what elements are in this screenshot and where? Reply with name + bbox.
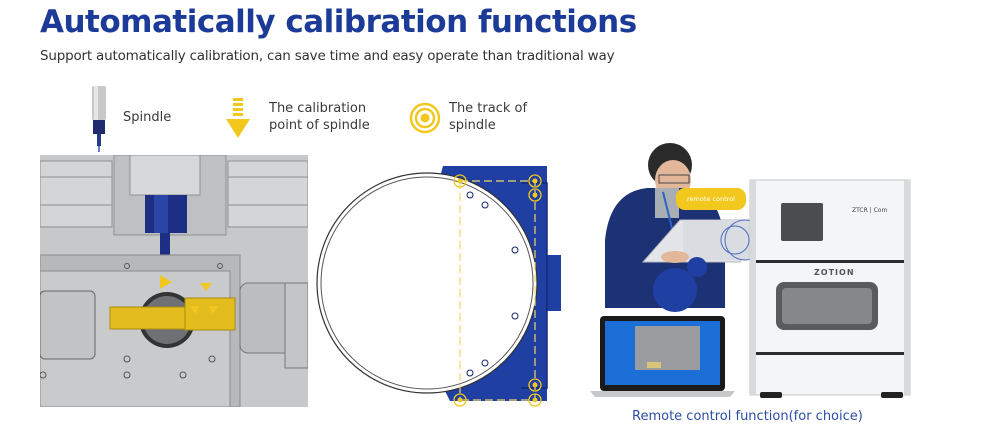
- legend: Spindle The calibration point of spindle…: [0, 80, 600, 152]
- machine-brand: ZOTION: [814, 268, 855, 277]
- spindle-icon: [92, 86, 106, 152]
- remote-control-bubble: remote control: [676, 188, 746, 210]
- machine-diagram: [40, 155, 308, 407]
- rotary-fixture-diagram: [316, 166, 561, 407]
- legend-label-track: The track of spindle: [449, 101, 528, 133]
- photo-caption: Remote control function(for choice): [632, 409, 863, 424]
- arrow-down-icon: [226, 98, 250, 138]
- target-rings-icon: [409, 102, 441, 134]
- remote-control-photo: [590, 143, 911, 398]
- machine-top-label: ZTCR | Com: [852, 207, 888, 214]
- legend-label-spindle: Spindle: [123, 110, 172, 125]
- page-title: Automatically calibration functions: [40, 4, 637, 40]
- legend-label-calibration: The calibration point of spindle: [269, 101, 370, 133]
- page-subtitle: Support automatically calibration, can s…: [40, 48, 615, 64]
